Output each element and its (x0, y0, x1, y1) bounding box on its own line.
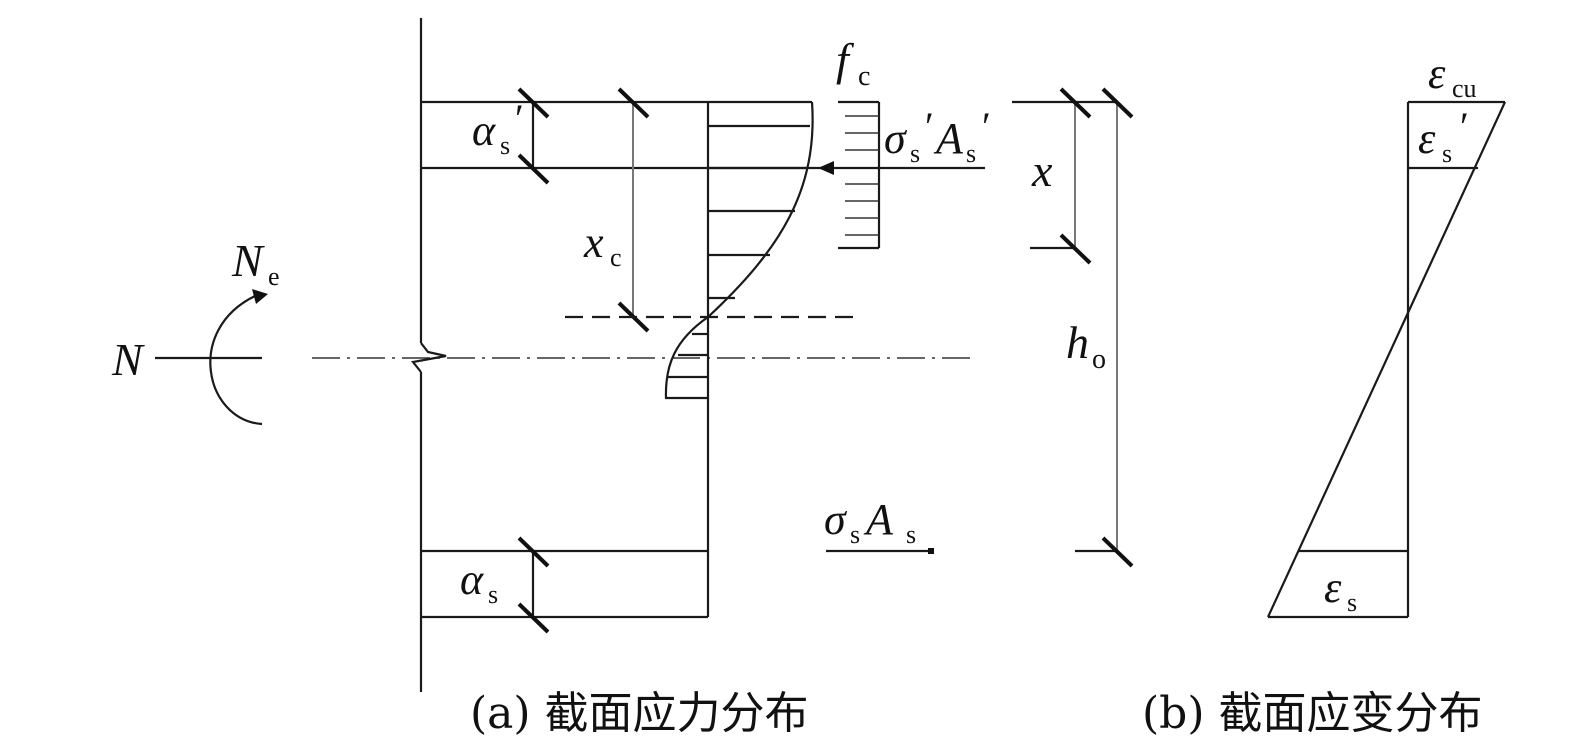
es-prime-label-sub: s (1442, 139, 1452, 168)
fc-stress-block (818, 100, 881, 250)
axial-force-n: N (111, 334, 262, 385)
alpha-s-label-sub: s (488, 580, 498, 609)
fc-label-sub: c (858, 61, 870, 92)
sigma-as-sigma: σ (824, 495, 848, 544)
h0-label-main: h (1066, 317, 1089, 368)
alpha-s-prime-label-mark: ′ (515, 96, 524, 141)
es-prime-label-mark: ′ (1460, 104, 1469, 149)
sigma-as-force (826, 548, 934, 554)
sigma-as-a: A (863, 495, 894, 544)
x-label: x (1031, 145, 1053, 196)
section-strain-panel: ε cu ε s ′ ε s (1267, 49, 1506, 619)
es-prime-label-main: ε (1418, 114, 1436, 163)
es-label-sub: s (1347, 588, 1357, 617)
alpha-s-prime-label-sub: s (500, 131, 510, 160)
sigma-as-prime-mark1: ′ (925, 104, 934, 149)
ecu-label-main: ε (1428, 49, 1446, 98)
caption-b: (b) 截面应变分布 (1142, 688, 1482, 739)
sigma-as-prime-sub2: s (966, 139, 976, 168)
moment-ne: N e (209, 235, 280, 426)
stress-curve (664, 101, 814, 400)
sigma-as-prime-mark2: ′ (982, 104, 991, 149)
sigma-as-prime-sub1: s (910, 139, 920, 168)
n-label: N (111, 334, 145, 385)
h0-label-sub: o (1092, 344, 1106, 375)
sigma-as-sub2: s (906, 520, 916, 549)
strain-line (1267, 101, 1506, 618)
alpha-s-label-main: α (460, 555, 484, 604)
sigma-as-prime-sigma: σ (884, 114, 908, 163)
stress-hatch (668, 124, 810, 379)
depth-dimensions: x h o (1012, 87, 1134, 568)
caption-a: (a) 截面应力分布 (470, 688, 809, 739)
fc-label-main: f (836, 34, 855, 85)
xc-label-main: x (583, 218, 604, 267)
ne-label-sub: e (268, 262, 280, 291)
section-stress-panel: α s ′ x c (410, 18, 991, 692)
ne-label-main: N (231, 235, 265, 286)
alpha-s-prime-label-main: α (472, 106, 496, 155)
es-label-main: ε (1324, 563, 1342, 612)
ecu-label-sub: cu (1452, 74, 1477, 103)
sigma-as-sub1: s (850, 520, 860, 549)
sigma-as-prime-a: A (933, 114, 964, 163)
xc-label-sub: c (610, 243, 622, 272)
